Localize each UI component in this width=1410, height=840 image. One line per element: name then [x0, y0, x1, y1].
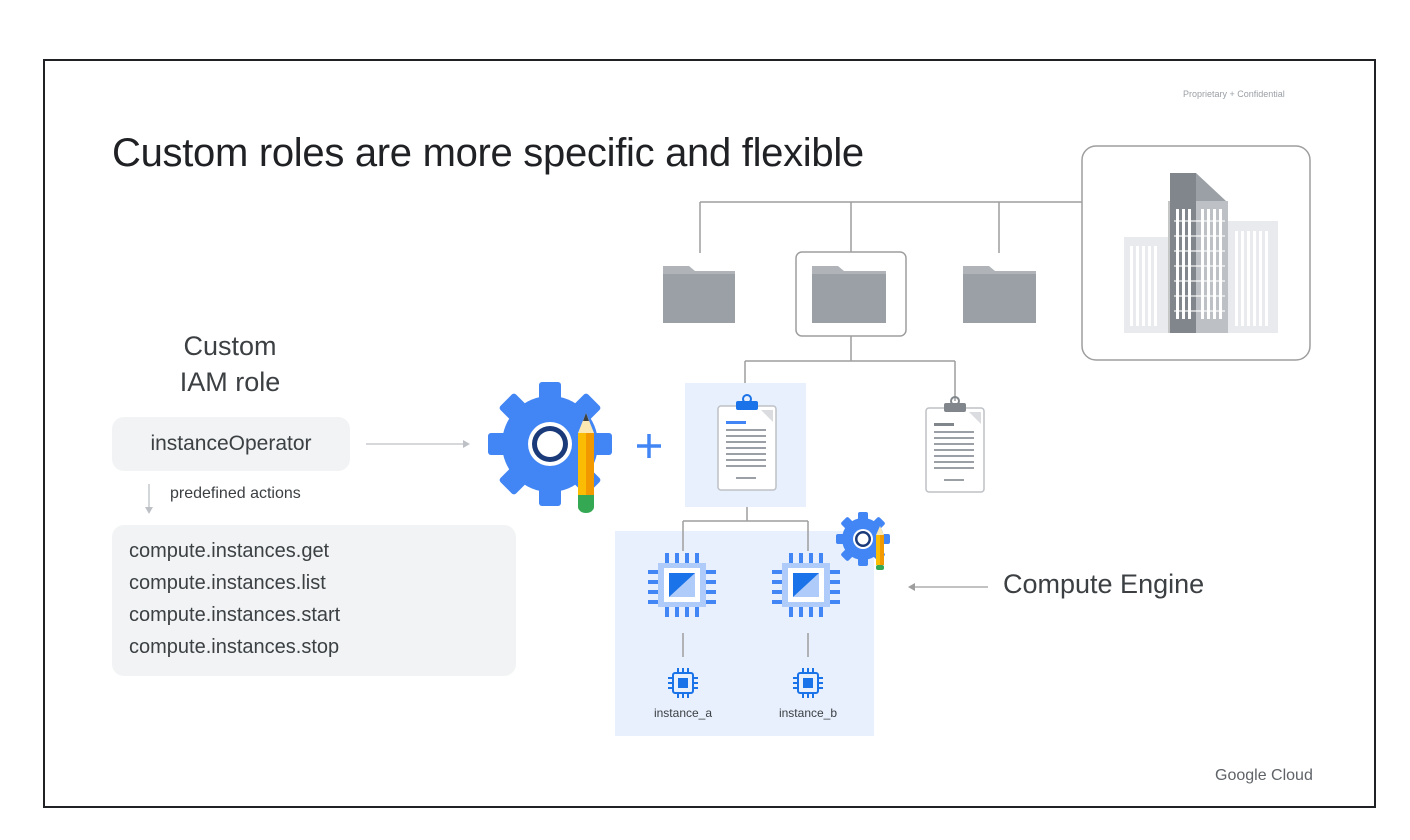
instance-b-label: instance_b [778, 706, 838, 720]
vm-chip-icon-a [648, 553, 716, 617]
role-heading-line2: IAM role [179, 367, 281, 397]
instance-chip-icon-b [793, 668, 823, 698]
vm-chip-icon-b [772, 553, 840, 617]
clipboard-icon-1 [717, 394, 777, 491]
predefined-actions-label: predefined actions [170, 485, 301, 502]
action-item: compute.instances.get [129, 540, 330, 562]
instance-chip-icon-a [668, 668, 698, 698]
compute-engine-label: Compute Engine [1003, 569, 1205, 599]
folder-icon-2 [812, 266, 886, 323]
custom-role-heading: Custom IAM role [155, 328, 305, 400]
role-heading-line1: Custom [183, 331, 277, 361]
slide-title: Custom roles are more specific and flexi… [112, 131, 864, 175]
instance-a-label: instance_a [653, 706, 713, 720]
actions-list: compute.instances.get compute.instances.… [112, 525, 516, 676]
project-connector-lines [744, 336, 956, 401]
plus-icon [637, 434, 661, 458]
folder-icon-1 [663, 266, 735, 323]
google-cloud-logo: Google Cloud [1215, 767, 1313, 784]
proprietary-label: Proprietary + Confidential [1183, 89, 1285, 99]
folder-icon-3 [963, 266, 1036, 323]
action-item: compute.instances.list [129, 572, 326, 594]
building-icon [1124, 173, 1278, 333]
small-gear-icon [836, 512, 890, 570]
slide: Proprietary + Confidential Custom roles … [43, 59, 1376, 808]
action-item: compute.instances.stop [129, 636, 340, 658]
role-name-pill: instanceOperator [112, 417, 350, 471]
custom-role-gear-icon [488, 382, 612, 513]
compute-connector-lines [683, 507, 808, 522]
pencil-icon [578, 413, 594, 513]
role-name: instanceOperator [150, 432, 312, 455]
clipboard-icon-2 [925, 396, 985, 493]
org-connector-lines [699, 201, 1082, 253]
hierarchy-diagram [145, 145, 1311, 736]
action-item: compute.instances.start [129, 604, 341, 626]
